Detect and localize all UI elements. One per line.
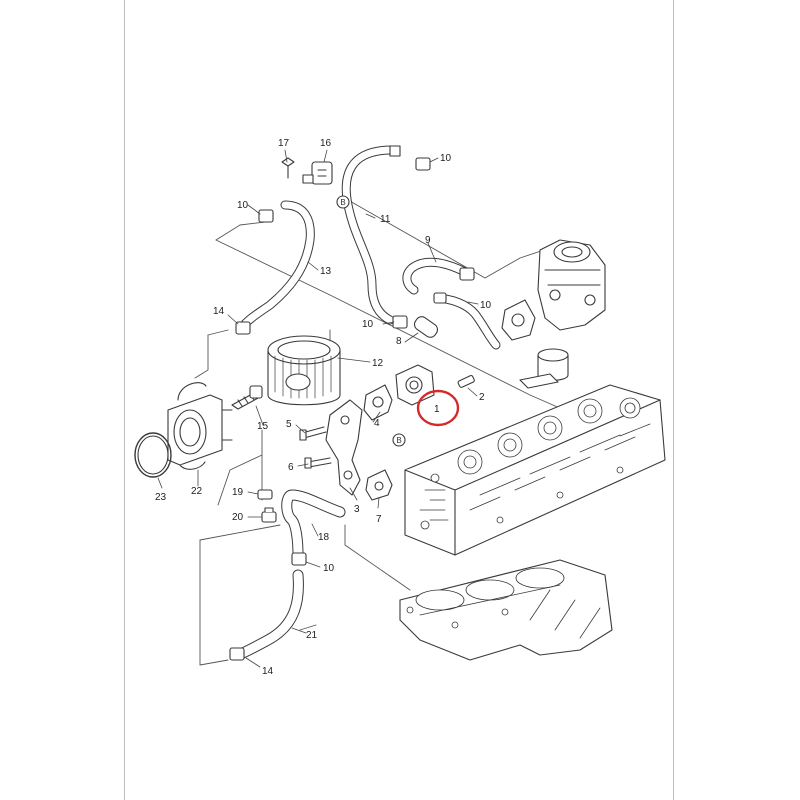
callout-18: 18 [318, 532, 330, 543]
oil-cooler-22 [167, 382, 233, 470]
hose-upper-right [435, 293, 501, 350]
fitting-20 [261, 507, 277, 523]
callout-13: 13 [320, 266, 332, 277]
hose-9 [402, 257, 470, 295]
oil-filter-12 [267, 335, 341, 406]
callout-10-e: 10 [323, 563, 335, 574]
small-gasket [519, 373, 559, 389]
callout-14-b: 14 [262, 666, 274, 677]
thermostat-housing-1 [395, 364, 435, 406]
svg-text:B: B [396, 436, 401, 445]
highlight-circle [416, 389, 460, 427]
callout-4: 4 [374, 418, 380, 429]
pipe-8 [413, 316, 439, 338]
cylinder-head [404, 384, 666, 556]
callout-10-a: 10 [440, 153, 452, 164]
callout-2: 2 [479, 392, 485, 403]
ref-marker-b-2: B [392, 433, 406, 447]
bolt-5 [299, 426, 327, 441]
bracket-3 [325, 399, 363, 496]
callout-6: 6 [288, 462, 294, 473]
gasket-23 [134, 432, 172, 478]
callout-20: 20 [232, 512, 244, 523]
callout-10-c: 10 [480, 300, 492, 311]
hose-11 [341, 145, 401, 325]
callout-10-d: 10 [362, 319, 374, 330]
clamps [229, 157, 475, 661]
callout-1: 1 [434, 404, 440, 415]
gasket-4 [363, 384, 393, 421]
callout-5: 5 [286, 419, 292, 430]
callout-21: 21 [306, 630, 318, 641]
callout-7: 7 [376, 514, 382, 525]
engine-block [399, 559, 613, 661]
fitting-19 [257, 489, 273, 500]
callout-10-b: 10 [237, 200, 249, 211]
bolt-6 [304, 457, 332, 469]
bolt-17 [281, 157, 295, 179]
callout-8: 8 [396, 336, 402, 347]
callout-12: 12 [372, 358, 384, 369]
sensor-16 [302, 161, 333, 185]
fitting-15 [231, 385, 263, 410]
callout-23: 23 [155, 492, 167, 503]
callout-9: 9 [425, 235, 431, 246]
callout-19: 19 [232, 487, 244, 498]
callout-14-a: 14 [213, 306, 225, 317]
callout-leaders [157, 149, 479, 668]
gasket-7 [365, 469, 393, 501]
callout-11: 11 [380, 214, 391, 225]
hose-21 [232, 569, 304, 661]
callout-22: 22 [191, 486, 203, 497]
callout-16: 16 [320, 138, 332, 149]
ref-marker-b-1: B [336, 195, 350, 209]
hose-13 [239, 200, 315, 330]
water-pump [537, 239, 606, 331]
callout-17: 17 [278, 138, 290, 149]
callout-numbers: 1 2 3 4 5 6 7 8 9 10 10 10 10 10 11 12 1… [155, 138, 492, 677]
svg-text:B: B [340, 198, 345, 207]
bolt-2 [457, 375, 475, 388]
pump-gasket [501, 299, 536, 341]
callout-15: 15 [257, 421, 269, 432]
callout-3: 3 [354, 504, 360, 515]
pipe-18 [281, 489, 346, 561]
